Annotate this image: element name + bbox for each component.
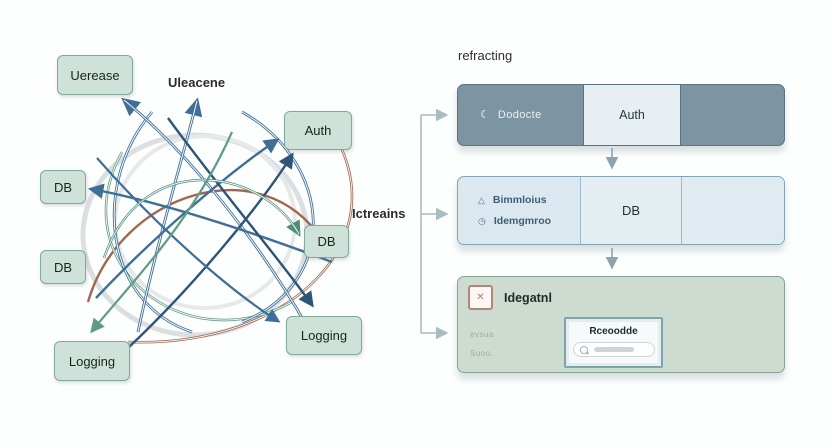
layer-db: △ Bimmloius ◷ Idemgmroo DB: [457, 176, 785, 245]
image-placeholder-icon: ✕: [468, 285, 493, 310]
clock-icon: ◷: [478, 215, 486, 226]
layer-logging-title: Idegatnl: [504, 290, 552, 305]
layer-auth-center-cell: Auth: [583, 85, 681, 145]
node-db-left-bottom[interactable]: DB: [40, 250, 86, 284]
panel-title: refracting: [458, 48, 513, 63]
node-db-right[interactable]: DB: [304, 225, 349, 258]
layer-db-item-2-label: Idemgmroo: [493, 215, 552, 227]
layer-db-right-cell: [682, 177, 784, 244]
layer-logging: ✕ Idegatnl evsua Suoo. Rceoodde: [457, 276, 785, 373]
layer-db-item-2: ◷ Idemgmroo: [478, 215, 580, 227]
crescent-icon: ☾: [480, 108, 490, 121]
label-right: Ictreains: [352, 206, 406, 221]
faint-text-2: Suoo.: [470, 349, 494, 358]
search-placeholder-bar: [593, 347, 634, 352]
layer-logging-header: ✕ Idegatnl: [468, 285, 552, 310]
layer-auth: ☾ Dodocte Auth: [457, 84, 785, 146]
records-card-body: Rceoodde: [569, 322, 658, 363]
layer-db-item-1: △ Bimmloius: [478, 194, 580, 206]
node-userbase[interactable]: Uerease: [57, 55, 133, 95]
records-card-title: Rceoodde: [589, 326, 638, 337]
layer-db-center-cell: DB: [580, 177, 682, 244]
records-card: Rceoodde: [564, 317, 663, 368]
layer-db-left-cell: △ Bimmloius ◷ Idemgmroo: [458, 177, 580, 244]
node-db-left-top[interactable]: DB: [40, 170, 86, 204]
layer-auth-title: Auth: [619, 108, 645, 122]
layer-auth-left-cell: ☾ Dodocte: [458, 85, 583, 145]
tangle-arrow-edges: [87, 97, 333, 349]
label-top: Uleacene: [168, 75, 226, 90]
node-logging-right[interactable]: Logging: [286, 316, 362, 355]
faint-text-1: evsua: [470, 330, 494, 339]
search-icon: [579, 345, 588, 354]
layer-db-item-1-label: Bimmloius: [492, 194, 547, 206]
tangle-decorative-edges: [86, 110, 354, 344]
droplet-icon: △: [478, 194, 485, 205]
search-input[interactable]: [572, 342, 655, 357]
node-logging-left[interactable]: Logging: [54, 341, 130, 381]
node-auth[interactable]: Auth: [284, 111, 352, 150]
layer-db-title: DB: [621, 203, 641, 218]
flow-connectors: [420, 108, 449, 340]
layer-auth-right-cell: [681, 85, 784, 145]
layer-auth-item-label: Dodocte: [497, 109, 542, 121]
